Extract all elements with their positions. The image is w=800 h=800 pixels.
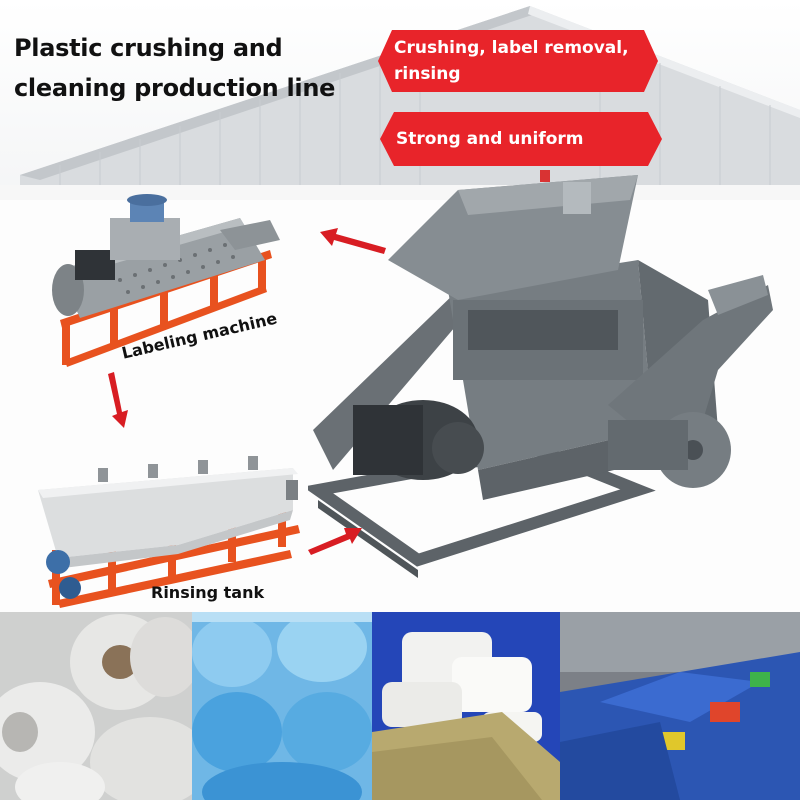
feature-badge-crushing: Crushing, label removal, rinsing xyxy=(378,30,658,92)
water-bottles-photo xyxy=(192,612,372,800)
feature-badge-strong: Strong and uniform crushing xyxy=(380,112,662,166)
rinsing-tank-image xyxy=(38,456,300,608)
material-photo-strip xyxy=(0,612,800,800)
crusher-machine-image xyxy=(308,170,773,578)
labeling-machine-image xyxy=(52,194,280,367)
arrow-right-icon xyxy=(308,528,362,555)
page-title: Plastic crushing and cleaning production… xyxy=(14,34,336,102)
plastic-crates-photo xyxy=(560,612,800,800)
foam-boxes-bags-photo xyxy=(372,612,560,800)
arrow-down-icon xyxy=(108,372,128,428)
arrow-left-icon xyxy=(320,228,386,254)
film-rolls-photo xyxy=(0,612,192,800)
rinsing-tank-caption: Rinsing tank xyxy=(151,583,265,602)
